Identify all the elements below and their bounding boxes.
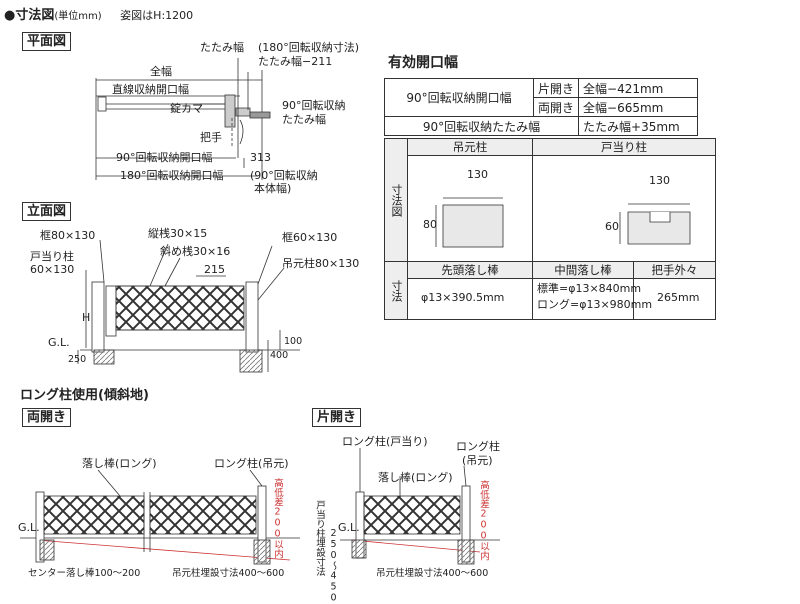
- plan-label-rot180-value: たたみ幅−211: [258, 55, 333, 68]
- dim-drop-mid-long: ロング=φ13×980mm: [537, 298, 653, 311]
- plan-label-tatami: たたみ幅: [200, 41, 244, 54]
- section-title: ●寸法図(単位mm) 姿図はH:1200: [4, 8, 194, 23]
- single-long-stop: ロング柱(戸当り): [342, 435, 428, 448]
- dim-hang-post-head: 吊元柱: [408, 139, 533, 156]
- double-tag: 両開き: [22, 408, 72, 427]
- eff-row-label-2: 90°回転収納たたみ幅: [383, 116, 580, 136]
- plan-label-straight-open: 直線収納開口幅: [112, 83, 189, 96]
- elev-label-250: 250: [68, 354, 87, 365]
- single-gl: G.L.: [338, 521, 360, 534]
- plan-label-open180: 180°回転収納開口幅: [120, 169, 224, 182]
- plan-label-rot180: (180°回転収納寸法): [258, 41, 360, 54]
- double-drop-rod: 落し棒(ロング): [82, 457, 157, 470]
- single-long-post-1: ロング柱: [456, 440, 500, 453]
- double-gl: G.L.: [18, 521, 40, 534]
- effective-width-table: 90°回転収納開口幅 片開き 全幅−421mm 両開き 全幅−665mm 90°…: [383, 78, 699, 136]
- dim-drawing-label: 寸法図: [385, 139, 408, 261]
- effective-title: 有効開口幅: [388, 55, 458, 71]
- elev-label-diag: 斜め桟30×16: [160, 245, 231, 258]
- eff-row-label-1: 90°回転収納開口幅: [384, 78, 534, 117]
- single-diff: 高低差200以内: [478, 480, 489, 561]
- plan-label-full-width: 全幅: [150, 65, 172, 78]
- double-diff: 高低差200以内: [272, 478, 283, 559]
- elev-label-gl: G.L.: [48, 336, 70, 349]
- dim-sp-w: 130: [649, 174, 670, 187]
- single-tag: 片開き: [312, 408, 362, 427]
- single-stop-embed-val: 250〜450: [328, 528, 339, 604]
- elev-label-100: 100: [284, 336, 303, 347]
- dim-col-drop-head: 先頭落し棒: [408, 262, 533, 279]
- plan-label-body-1: (90°回転収納: [250, 169, 318, 182]
- double-embed: 吊元柱埋設寸法400〜600: [172, 568, 285, 579]
- elev-label-stop-post-size: 60×130: [30, 263, 75, 276]
- eff-single: 片開き: [532, 78, 580, 98]
- dim-stop-post-head: 戸当り柱: [533, 139, 715, 156]
- dim-size-label: 寸法: [385, 262, 408, 319]
- elev-label-vstile: 縦桟30×15: [148, 227, 208, 240]
- plan-label-rot90-2: たたみ幅: [282, 113, 326, 126]
- double-long-post: ロング柱(吊元): [214, 457, 289, 470]
- eff-fold-val: たたみ幅+35mm: [578, 116, 699, 136]
- dim-hp-w: 130: [467, 168, 488, 181]
- elevation-view-tag: 立面図: [22, 202, 72, 221]
- dim-drop-mid-std: 標準=φ13×840mm: [537, 282, 642, 295]
- single-stop-embed: 戸当り柱埋設寸法: [314, 500, 325, 576]
- eff-double: 両開き: [532, 97, 580, 117]
- elev-label-hang-post: 吊元柱80×130: [282, 257, 360, 270]
- dim-col-handle: 把手外々: [634, 262, 715, 279]
- plan-label-handle: 把手: [200, 131, 222, 144]
- dimension-table: 寸法図 吊元柱 戸当り柱 130 80 130 60 寸法 先頭落し棒 中間落し…: [384, 138, 716, 320]
- dim-handle-val: 265mm: [657, 291, 700, 304]
- plan-label-lock: 錠カマ: [170, 102, 203, 115]
- plan-view-tag: 平面図: [22, 32, 72, 51]
- elev-label-stop-post: 戸当り柱: [30, 250, 74, 263]
- dim-col-drop-mid: 中間落し棒: [533, 262, 634, 279]
- dim-hp-h: 80: [423, 218, 437, 231]
- elev-label-frame60: 框60×130: [282, 231, 338, 244]
- plan-label-313: 313: [250, 151, 271, 164]
- elev-label-pitch: 215: [204, 263, 225, 276]
- elev-label-h: H: [82, 311, 91, 324]
- single-long-post-2: (吊元): [462, 454, 493, 467]
- plan-label-body-2: 本体幅): [254, 182, 292, 195]
- single-drop-rod: 落し棒(ロング): [378, 471, 453, 484]
- double-center: センター落し棒100〜200: [28, 568, 141, 579]
- dim-drop-head-val: φ13×390.5mm: [421, 291, 505, 304]
- long-post-title: ロング柱使用(傾斜地): [20, 388, 149, 403]
- eff-double-val: 全幅−665mm: [578, 97, 699, 117]
- eff-single-val: 全幅−421mm: [578, 78, 699, 98]
- plan-label-rot90-1: 90°回転収納: [282, 99, 346, 112]
- elev-label-400: 400: [270, 350, 289, 361]
- elev-label-frame80: 框80×130: [40, 229, 96, 242]
- single-embed: 吊元柱埋設寸法400〜600: [376, 568, 489, 579]
- plan-label-open90: 90°回転収納開口幅: [116, 151, 213, 164]
- dim-sp-h: 60: [605, 220, 619, 233]
